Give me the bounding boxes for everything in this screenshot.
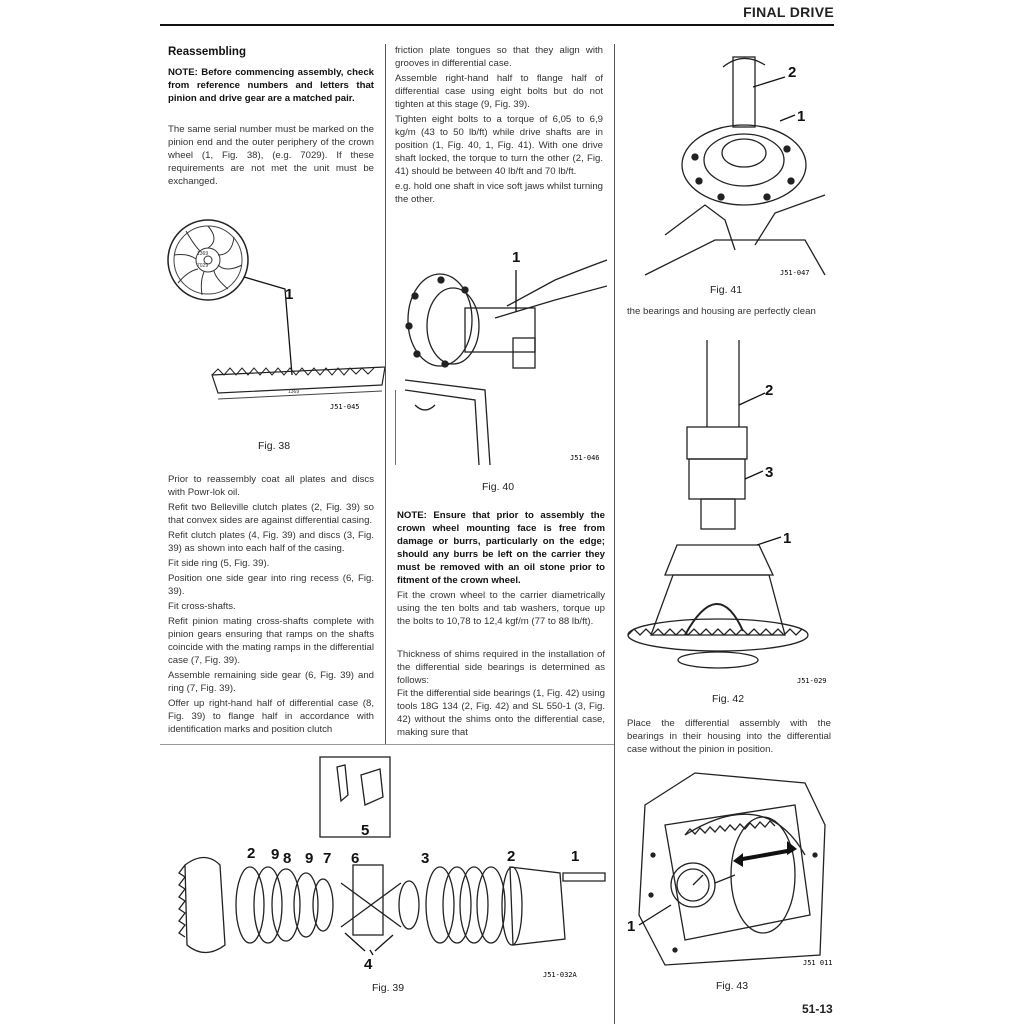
fig42-drawing bbox=[627, 340, 809, 669]
fig43-leader-1 bbox=[638, 904, 672, 926]
serial-number-paragraph: The same serial number must be marked on… bbox=[168, 124, 374, 187]
figure-40-torque-check: 1 J51-046 bbox=[395, 249, 607, 465]
column-divider-1 bbox=[385, 44, 386, 744]
reassembly-steps: Prior to reassembly coat all plates and … bbox=[168, 473, 374, 738]
column-divider-2 bbox=[614, 44, 615, 1024]
page-number: 51-13 bbox=[802, 1002, 833, 1016]
fig39-callout-9-b: 9 bbox=[305, 850, 313, 867]
fig42-leader-2 bbox=[738, 392, 766, 406]
figure-43-dial-gauge: 1 J51 011 bbox=[627, 772, 833, 967]
fig39-callout-1: 1 bbox=[571, 848, 579, 865]
fig39-callout-9-a: 9 bbox=[271, 846, 279, 863]
fig42-callout-2: 2 bbox=[765, 382, 773, 399]
fig39-callout-8: 8 bbox=[283, 850, 291, 867]
figure-39-exploded-view: 2 9 8 9 7 6 3 2 1 5 4 J51-032A bbox=[178, 756, 606, 979]
fig41-leader-2 bbox=[752, 76, 786, 88]
fig43-movement-arrow bbox=[736, 848, 794, 862]
fig40-callout-1: 1 bbox=[512, 249, 520, 266]
friction-plate-text: friction plate tongues so that they alig… bbox=[395, 45, 603, 69]
fig39-callout-2-right: 2 bbox=[507, 848, 515, 865]
section-title: FINAL DRIVE bbox=[743, 4, 834, 20]
side-bearings-paragraph: Fit the differential side bearings (1, F… bbox=[397, 688, 605, 738]
fig42-caption: Fig. 42 bbox=[712, 693, 745, 705]
fig39-ref: J51-032A bbox=[543, 971, 578, 979]
crown-wheel-fit-paragraph: Fit the crown wheel to the carrier diame… bbox=[397, 590, 605, 627]
fig41-callout-1: 1 bbox=[797, 108, 805, 125]
note-matched-pair: NOTE: Before commencing assembly, check … bbox=[168, 67, 374, 104]
side-gear-label: 1369 bbox=[288, 389, 299, 395]
fig43-callout-1: 1 bbox=[627, 918, 635, 935]
header-rule bbox=[160, 24, 834, 26]
fig40-drawing bbox=[395, 259, 607, 465]
reassembling-heading: Reassembling bbox=[168, 46, 246, 58]
fig39-drawing bbox=[178, 756, 606, 954]
assemble-rh-half-text: Assemble right-hand half to flange half … bbox=[395, 73, 603, 110]
fig40-caption: Fig. 40 bbox=[482, 481, 515, 493]
step-2: Refit two Belleville clutch plates (2, F… bbox=[168, 502, 374, 526]
note-crown-wheel-face: NOTE: Ensure that prior to assembly the … bbox=[397, 510, 605, 586]
step-5: Position one side gear into ring recess … bbox=[168, 573, 374, 597]
fig38-callout-1: 1 bbox=[285, 286, 293, 303]
step-4: Fit side ring (5, Fig. 39). bbox=[168, 558, 270, 569]
fig43-ref: J51 011 bbox=[803, 959, 833, 967]
crown-wheel-face-drawing: 1369 7029 bbox=[167, 219, 249, 301]
step-6: Fit cross-shafts. bbox=[168, 601, 236, 612]
fig39-callout-7: 7 bbox=[323, 850, 331, 867]
fig38-leader-line bbox=[243, 276, 293, 376]
figure-42-bearing-fitting: 2 3 1 J51-029 bbox=[627, 340, 827, 685]
fig43-arrowheads bbox=[733, 841, 797, 867]
fig38-ref: J51-045 bbox=[330, 403, 360, 411]
step-3: Refit clutch plates (4, Fig. 39) and dis… bbox=[168, 530, 374, 554]
fig39-callout-2-left: 2 bbox=[247, 845, 255, 862]
bearings-clean-paragraph: the bearings and housing are perfectly c… bbox=[627, 306, 816, 317]
fig40-ref: J51-046 bbox=[570, 454, 600, 462]
fig41-caption: Fig. 41 bbox=[710, 284, 743, 296]
fig39-callout-6: 6 bbox=[351, 850, 359, 867]
step-9: Offer up right-hand half of differential… bbox=[168, 698, 374, 735]
fig39-callout-4: 4 bbox=[364, 956, 373, 973]
vice-hint-text: e.g. hold one shaft in vice soft jaws wh… bbox=[395, 181, 603, 205]
fig43-drawing bbox=[638, 772, 826, 966]
fig42-callout-3: 3 bbox=[765, 464, 773, 481]
fig42-leader-3 bbox=[744, 470, 764, 480]
fig38-caption: Fig. 38 bbox=[258, 440, 291, 452]
fig39-part4-leaders bbox=[344, 932, 394, 956]
torque-instructions: friction plate tongues so that they alig… bbox=[395, 44, 603, 208]
fig41-ref: J51-047 bbox=[780, 269, 810, 277]
gear-face-label: 7029 bbox=[197, 263, 208, 269]
fig41-drawing bbox=[644, 56, 826, 276]
fig41-leader-1 bbox=[779, 114, 796, 122]
figure-41-torque-turn: 2 1 J51-047 bbox=[644, 56, 826, 277]
figure-38-crown-wheel: 1369 7029 1 1369 J51-045 bbox=[167, 219, 385, 411]
step-8: Assemble remaining side gear (6, Fig. 39… bbox=[168, 670, 374, 694]
fig39-callout-3: 3 bbox=[421, 850, 429, 867]
fig39-callout-5: 5 bbox=[361, 822, 369, 839]
fig43-caption: Fig. 43 bbox=[716, 980, 749, 992]
fig42-leader-1 bbox=[756, 536, 782, 546]
figure39-rule bbox=[160, 744, 614, 745]
step-1: Prior to reassembly coat all plates and … bbox=[168, 474, 374, 498]
crown-wheel-side-drawing: 1369 bbox=[211, 366, 385, 400]
fig41-callout-2: 2 bbox=[788, 64, 796, 81]
step-7: Refit pinion mating cross-shafts complet… bbox=[168, 616, 374, 666]
shim-thickness-paragraph: Thickness of shims required in the insta… bbox=[397, 649, 605, 686]
fig42-ref: J51-029 bbox=[797, 677, 827, 685]
place-differential-paragraph: Place the differential assembly with the… bbox=[627, 718, 831, 755]
gear-face-label-small: 1369 bbox=[197, 251, 208, 257]
fig39-caption: Fig. 39 bbox=[372, 982, 405, 994]
fig42-callout-1: 1 bbox=[783, 530, 791, 547]
tighten-bolts-text: Tighten eight bolts to a torque of 6,05 … bbox=[395, 114, 603, 177]
